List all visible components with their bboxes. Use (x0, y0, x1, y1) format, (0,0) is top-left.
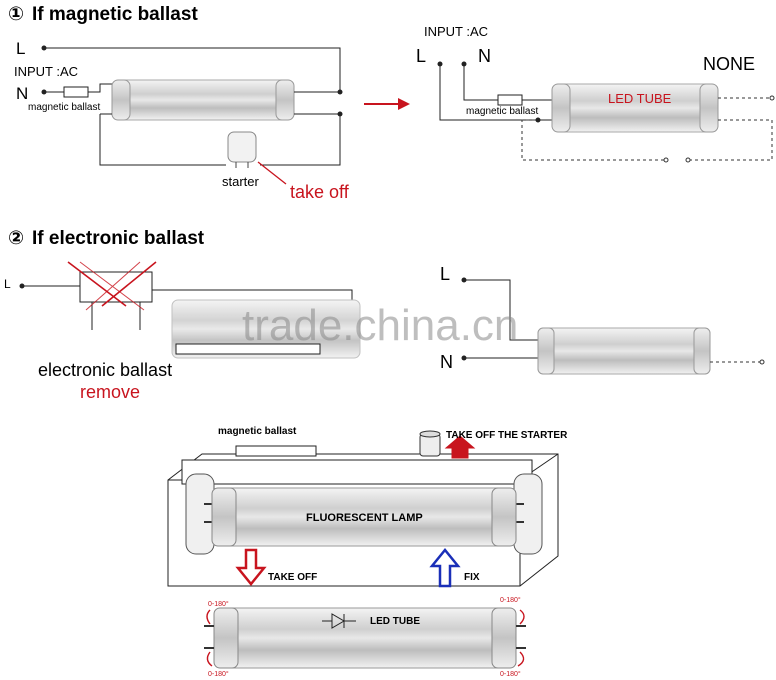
line-label-l-electronic: L (4, 277, 11, 291)
led-tube-large (213, 607, 517, 669)
neutral-label-n: N (16, 84, 28, 103)
section-1-number: ① (8, 4, 24, 25)
fixture-ballast-box (235, 445, 317, 457)
wire-n-out (88, 83, 112, 93)
rotate-arrow-icon (517, 651, 525, 667)
take-off-pointer (257, 161, 287, 185)
neutral-label-n-right: N (478, 46, 491, 66)
section-2-title: If electronic ballast (32, 228, 205, 249)
section-1-title: If magnetic ballast (32, 4, 198, 25)
arrow-down-red-icon (235, 548, 267, 586)
electronic-ballast-circuit: L electronic ballast remove (4, 261, 361, 402)
diode-icon (322, 613, 356, 629)
starter-label: starter (222, 174, 260, 189)
angle-label-bottom-left: 0-180° (208, 670, 229, 678)
wire-l (44, 47, 341, 90)
starter-icon (227, 131, 257, 163)
fixture-illustration: magnetic ballast TAKE OFF THE STARTER FL… (167, 426, 568, 678)
fluorescent-lamp-label: FLUORESCENT LAMP (306, 512, 423, 524)
none-label: NONE (703, 54, 755, 74)
led-tube-label: LED TUBE (608, 91, 672, 106)
electronic-ballast-label: electronic ballast (38, 360, 172, 380)
section-2-number: ② (8, 228, 24, 249)
led-tube-direct (537, 327, 711, 375)
section-1-header: ① If magnetic ballast (8, 4, 198, 25)
arrow-up-blue-icon (429, 548, 461, 588)
rotate-arrow-icon (206, 609, 211, 625)
rotate-arrow-icon (519, 609, 525, 625)
magnetic-ballast-circuit: L INPUT :AC N magnetic ballast starter t… (14, 39, 350, 202)
ballast-label-right: magnetic ballast (466, 106, 538, 117)
angle-label-bottom-right: 0-180° (500, 670, 521, 678)
electronic-ballast-box (79, 271, 153, 303)
led-tube-circuit-magnetic: INPUT :AC L N NONE magnetic ballast LED … (416, 24, 775, 163)
rotate-arrow-icon (206, 651, 213, 667)
input-ac-label-right: INPUT :AC (424, 24, 488, 39)
arrow-right-icon (364, 98, 410, 110)
led-tube-circuit-direct: L N (440, 264, 765, 375)
arrow-up-red-icon (444, 435, 476, 459)
input-ac-label: INPUT :AC (14, 64, 78, 79)
line-label-l: L (16, 39, 25, 58)
line-label-l-right: L (416, 46, 426, 66)
take-off-label: take off (290, 182, 350, 202)
ballast-label: magnetic ballast (28, 102, 100, 113)
fix-label: FIX (464, 572, 480, 583)
watermark-text: trade.china.cn (242, 301, 518, 350)
take-off-label-fixture: TAKE OFF (268, 572, 317, 583)
angle-label-top-left: 0-180° (208, 600, 229, 608)
section-2-header: ② If electronic ballast (8, 228, 205, 249)
take-off-starter-label: TAKE OFF THE STARTER (446, 430, 568, 441)
angle-label-top-right: 0-180° (500, 596, 521, 604)
led-tube-large-label: LED TUBE (370, 616, 420, 627)
ballast-symbol (63, 86, 89, 98)
line-label-l-direct: L (440, 264, 450, 284)
fluorescent-tube-small (111, 79, 295, 121)
fixture-ballast-label: magnetic ballast (218, 426, 297, 437)
neutral-label-n-direct: N (440, 352, 453, 372)
remove-label: remove (80, 382, 140, 402)
remove-cross-icon (67, 261, 157, 307)
